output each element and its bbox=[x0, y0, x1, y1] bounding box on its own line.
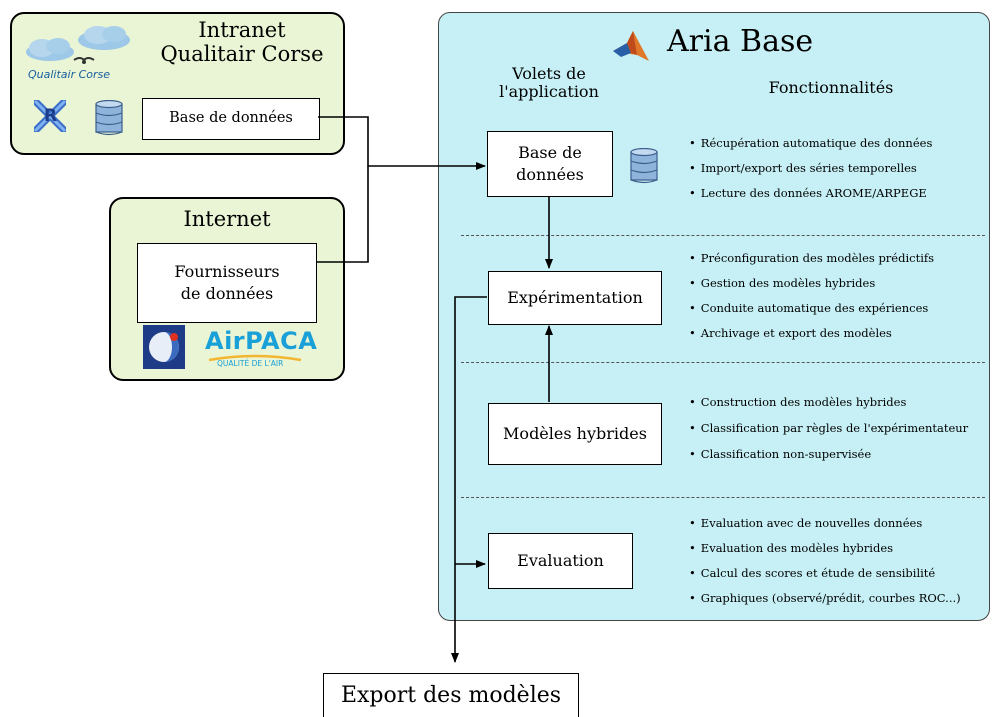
intranet-title: Intranet Qualitair Corse bbox=[142, 18, 342, 66]
intranet-database-box[interactable]: Base de données bbox=[142, 98, 320, 140]
module-evaluation[interactable]: Evaluation bbox=[488, 533, 633, 589]
internet-title: Internet bbox=[183, 207, 271, 231]
module-experimentation[interactable]: Expérimentation bbox=[488, 271, 662, 325]
module-database-icon bbox=[629, 147, 659, 184]
section-divider bbox=[461, 497, 985, 498]
feature-item: Préconfiguration des modèles prédictifs bbox=[689, 251, 934, 265]
module-database-line1: Base de bbox=[518, 143, 582, 163]
meteo-globe-icon bbox=[143, 325, 185, 369]
module-hybrid-models[interactable]: Modèles hybrides bbox=[488, 403, 662, 465]
feature-item: Gestion des modèles hybrides bbox=[689, 276, 875, 290]
feature-item: Evaluation des modèles hybrides bbox=[689, 541, 893, 555]
qualitair-logo: Qualitair Corse bbox=[22, 20, 137, 84]
r-logo-letter: R bbox=[44, 106, 58, 126]
r-logo-icon: R bbox=[32, 98, 68, 134]
aria-title: Aria Base bbox=[667, 24, 814, 59]
internet-panel: Internet Fournisseurs de données AirPACA… bbox=[109, 197, 345, 381]
airpaca-logo: AirPACA QUALITÉ DE L'AIR bbox=[203, 327, 317, 369]
feature-item: Evaluation avec de nouvelles données bbox=[689, 516, 922, 530]
col-header-features: Fonctionnalités bbox=[768, 78, 894, 97]
airpaca-logo-subtext: QUALITÉ DE L'AIR bbox=[217, 359, 284, 368]
qualitair-logo-text: Qualitair Corse bbox=[28, 68, 111, 81]
feature-item: Conduite automatique des expériences bbox=[689, 301, 928, 315]
feature-item: Import/export des séries temporelles bbox=[689, 161, 917, 175]
aria-base-panel: Aria Base Volets de l'application Foncti… bbox=[438, 12, 990, 621]
section-divider bbox=[461, 235, 985, 236]
feature-item: Construction des modèles hybrides bbox=[689, 395, 907, 409]
providers-line2: de données bbox=[180, 284, 274, 303]
database-icon bbox=[94, 99, 124, 136]
providers-box[interactable]: Fournisseurs de données bbox=[137, 243, 317, 323]
intranet-panel: Intranet Qualitair Corse Qualitair Corse… bbox=[10, 12, 345, 155]
export-models-box[interactable]: Export des modèles bbox=[323, 673, 579, 717]
module-hybrid-models-label: Modèles hybrides bbox=[503, 424, 647, 444]
export-models-label: Export des modèles bbox=[340, 682, 562, 708]
section-divider bbox=[461, 362, 985, 363]
module-evaluation-label: Evaluation bbox=[517, 551, 604, 571]
col-header-modules: Volets de l'application bbox=[469, 64, 629, 102]
airpaca-logo-text: AirPACA bbox=[205, 327, 318, 355]
feature-item: Classification non-supervisée bbox=[689, 447, 871, 461]
intranet-title-line2: Qualitair Corse bbox=[160, 42, 324, 67]
module-database-line2: données bbox=[516, 165, 584, 184]
intranet-database-label: Base de données bbox=[169, 110, 293, 127]
module-database[interactable]: Base de données bbox=[487, 131, 613, 197]
feature-item: Archivage et export des modèles bbox=[689, 326, 892, 340]
feature-item: Lecture des données AROME/ARPEGE bbox=[689, 186, 927, 200]
feature-item: Graphiques (observé/prédit, courbes ROC.… bbox=[689, 591, 961, 605]
col-header-modules-line1: Volets de bbox=[512, 64, 586, 83]
matlab-logo-icon bbox=[611, 27, 651, 65]
feature-item: Récupération automatique des données bbox=[689, 136, 933, 150]
feature-item: Calcul des scores et étude de sensibilit… bbox=[689, 566, 935, 580]
col-header-modules-line2: l'application bbox=[499, 82, 599, 102]
intranet-title-line1: Intranet bbox=[198, 18, 286, 42]
providers-line1: Fournisseurs bbox=[174, 262, 280, 282]
module-experimentation-label: Expérimentation bbox=[507, 288, 643, 308]
feature-item: Classification par règles de l'expérimen… bbox=[689, 421, 968, 435]
